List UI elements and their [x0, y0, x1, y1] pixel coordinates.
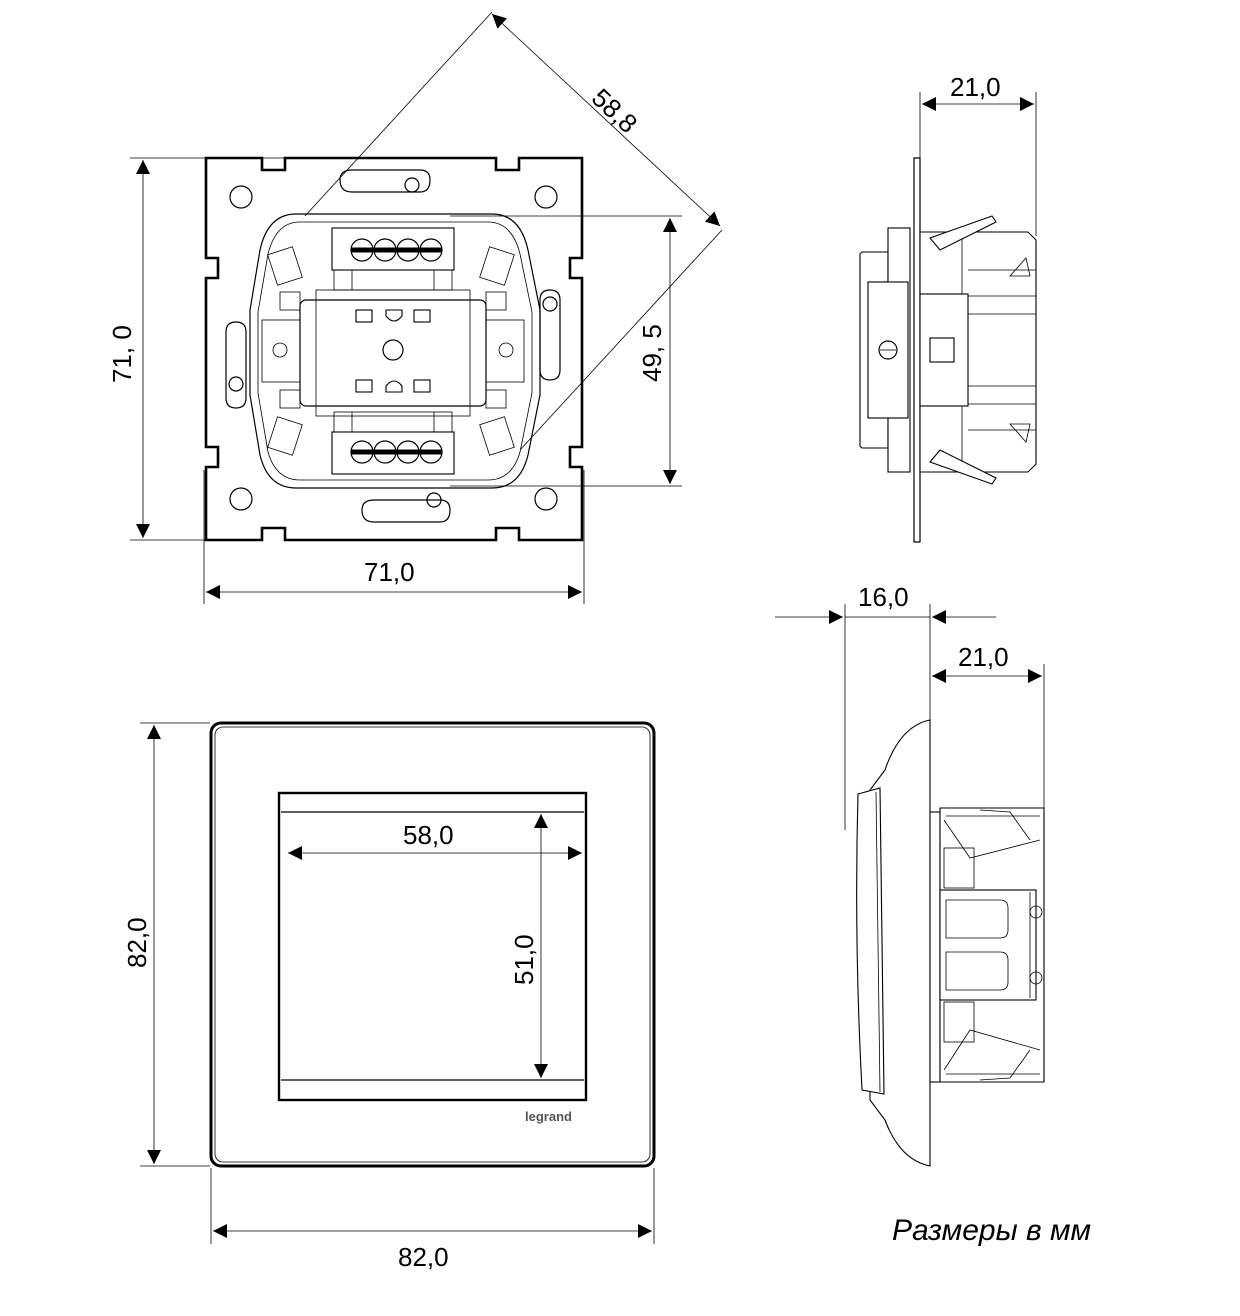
mechanism-front-view: 58,8 71, 0 49, 5 71,0: [107, 11, 723, 604]
assembly-side-view: 16,0 21,0: [775, 582, 1045, 1167]
corner-hole: [229, 487, 253, 511]
dimension-label-frame-depth: 16,0: [858, 582, 909, 612]
corner-hole: [229, 185, 253, 209]
frame-profile: [869, 719, 931, 1167]
mounting-slot: [225, 321, 247, 409]
slot-hole: [542, 296, 558, 312]
dimension-label-inner-height: 49, 5: [637, 324, 667, 382]
slot-hole: [426, 492, 442, 508]
dimension-label-window-width: 58,0: [403, 820, 454, 850]
mechanism-body: [249, 213, 541, 489]
corner-hole: [534, 487, 558, 511]
units-caption: Размеры в мм: [892, 1214, 1091, 1247]
dimension-label-frame-height: 82,0: [122, 917, 152, 968]
frame-front-view: legrand 58,0 51,0 82,0 82,0: [122, 721, 656, 1272]
center-screw: [382, 339, 404, 361]
corner-hole: [534, 185, 558, 209]
slot-hole: [228, 376, 244, 392]
dimension-label-width: 71,0: [364, 557, 415, 587]
dimension-label-side-depth: 21,0: [950, 72, 1001, 102]
slot-hole: [404, 177, 420, 193]
dimension-label-frame-width: 82,0: [398, 1242, 449, 1272]
mounting-slot: [539, 289, 561, 381]
brand-logo: legrand: [525, 1109, 572, 1124]
dimension-label-height: 71, 0: [107, 325, 137, 383]
dimension-label-window-height: 51,0: [509, 934, 539, 985]
mounting-slot: [361, 499, 451, 523]
mounting-slot: [339, 169, 431, 193]
key-cover: [856, 787, 885, 1095]
dimension-line-diagonal: [491, 13, 721, 227]
side-mounting-plate: [913, 157, 921, 543]
dimension-label-diagonal: 58,8: [586, 82, 643, 138]
dimension-label-mechanism-depth: 21,0: [958, 642, 1009, 672]
mechanism-side-view: 21,0: [859, 72, 1037, 543]
